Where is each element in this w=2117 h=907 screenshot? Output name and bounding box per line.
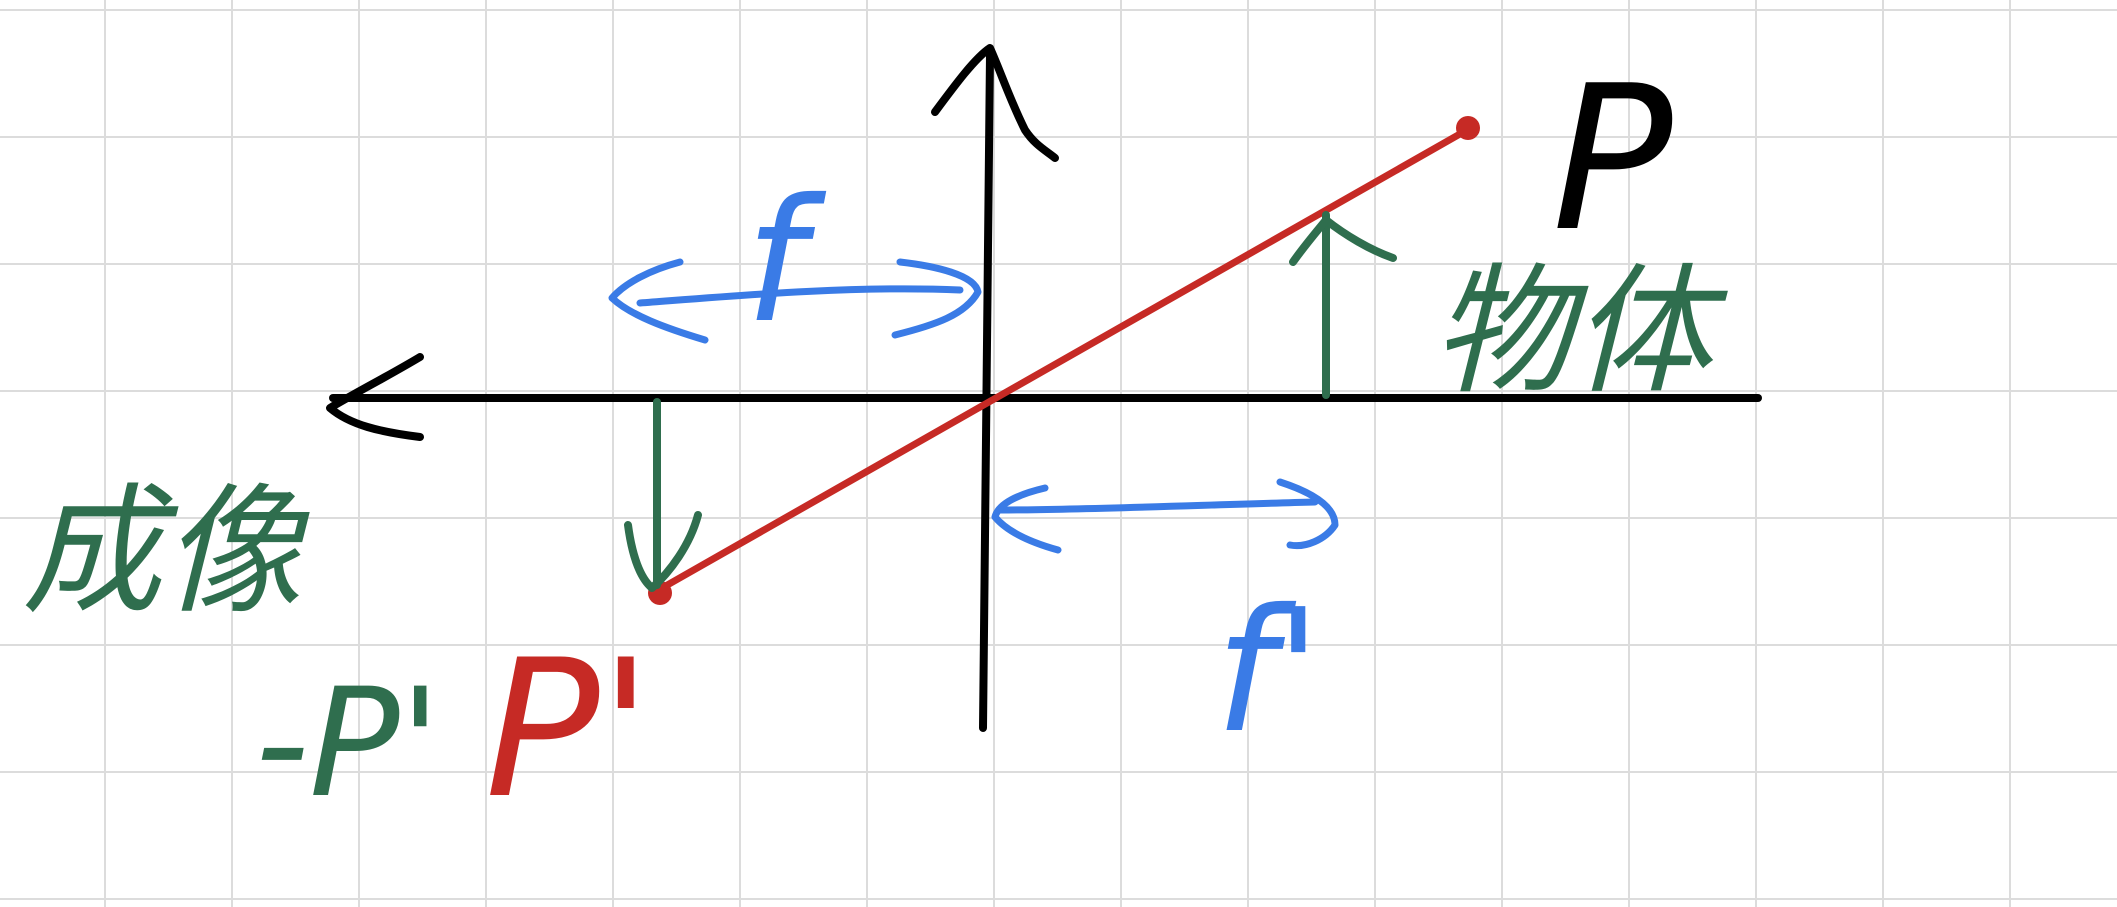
optical-axis xyxy=(326,353,1762,441)
object-arrowhead-icon xyxy=(1289,216,1397,266)
label-image-note: 成像 xyxy=(22,471,310,634)
right-arrowhead-icon xyxy=(1276,478,1339,550)
axis-left-arrowhead-icon xyxy=(326,353,424,441)
label-object-note: 物体 xyxy=(1432,251,1728,414)
label-front-focal: f xyxy=(745,163,827,361)
lens-axis xyxy=(931,44,1059,732)
right-arrowhead-icon xyxy=(891,258,982,339)
back-focal-distance xyxy=(991,478,1339,554)
label-image-point: P' xyxy=(485,619,652,840)
left-arrowhead-icon xyxy=(608,258,709,344)
object-arrow xyxy=(1289,211,1397,399)
object-point-dot xyxy=(1456,116,1480,140)
lens-up-arrowhead-icon xyxy=(931,44,1059,162)
label-object-point: P xyxy=(1552,43,1673,276)
left-arrowhead-icon xyxy=(991,484,1062,554)
image-arrow xyxy=(624,398,702,592)
image-arrowhead-icon xyxy=(624,511,702,592)
front-focal-distance xyxy=(608,258,982,344)
label-image-mark: -P' xyxy=(255,657,441,831)
label-back-focal: f' xyxy=(1215,573,1322,771)
